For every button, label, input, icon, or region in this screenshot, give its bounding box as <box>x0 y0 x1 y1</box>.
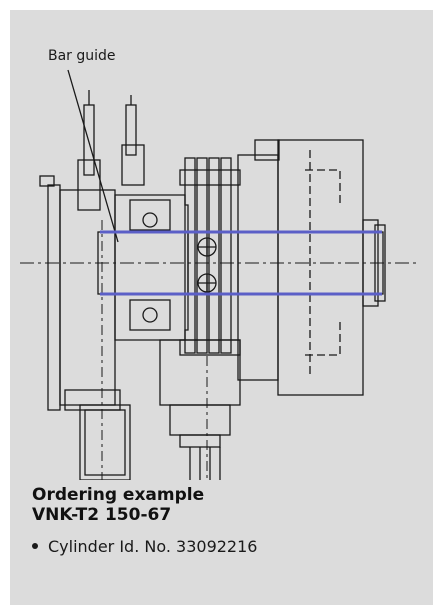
ordering-heading-title: Ordering example <box>32 485 205 505</box>
bullet-icon <box>32 542 38 549</box>
ordering-heading-model: VNK-T2 150-67 <box>32 505 172 525</box>
callout-leader-line <box>67 69 119 243</box>
bar-guide-callout: Bar guide <box>48 48 116 64</box>
list-item: Cylinder Id. No. 33092216 <box>32 537 257 556</box>
bar-guide-highlight <box>100 230 382 296</box>
technical-drawing: Bar guide <box>10 10 433 481</box>
product-card: Bar guide Ordering example VNK-T2 150-67… <box>10 10 433 605</box>
ordering-heading: Ordering example VNK-T2 150-67 <box>32 485 204 525</box>
cylinder-cross-section <box>20 69 420 481</box>
list-item-text: Cylinder Id. No. 33092216 <box>48 537 258 556</box>
